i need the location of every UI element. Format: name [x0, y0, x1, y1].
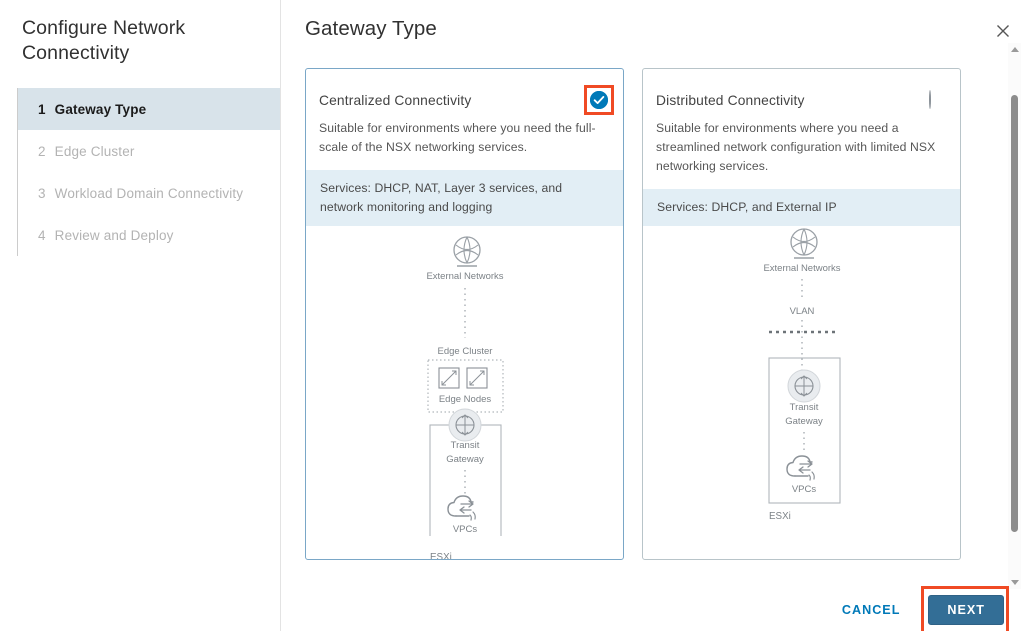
radio-centralized[interactable] — [584, 85, 614, 115]
vpcs-icon — [786, 455, 815, 481]
scrollbar-thumb[interactable] — [1011, 95, 1018, 532]
svg-text:Transit: Transit — [790, 402, 819, 413]
step-label: Gateway Type — [54, 101, 147, 117]
highlight-box-radio — [584, 85, 614, 115]
card-header: Centralized Connectivity — [306, 69, 623, 115]
card-services: Services: DHCP, and External IP — [643, 189, 960, 226]
wizard-steps: 1 Gateway Type 2 Edge Cluster 3 Workload… — [0, 88, 280, 256]
svg-text:VPCs: VPCs — [453, 524, 478, 535]
transit-gateway-icon — [455, 414, 475, 436]
wizard-main: Gateway Type Centralized Connectivity — [281, 0, 1024, 631]
gateway-type-options: Centralized Connectivity Suitable for en… — [281, 41, 1024, 560]
next-button[interactable]: NEXT — [928, 595, 1004, 625]
card-description: Suitable for environments where you need… — [319, 121, 596, 154]
sidebar-step-edge-cluster[interactable]: 2 Edge Cluster — [17, 130, 280, 172]
step-number: 2 — [38, 143, 46, 159]
card-header: Distributed Connectivity — [643, 69, 960, 109]
scroll-down-arrow-icon[interactable] — [1008, 576, 1021, 589]
external-networks-icon — [453, 236, 481, 267]
external-networks-icon — [790, 228, 818, 259]
svg-text:Gateway: Gateway — [446, 454, 484, 465]
diagram-distributed: External Networks VLAN — [643, 226, 960, 559]
sidebar-step-gateway-type[interactable]: 1 Gateway Type — [17, 88, 280, 130]
option-card-distributed-connectivity[interactable]: Distributed Connectivity Suitable for en… — [642, 68, 961, 560]
radio-distributed[interactable] — [927, 90, 945, 109]
step-label: Workload Domain Connectivity — [54, 185, 244, 201]
next-button-wrapper: NEXT — [921, 586, 1010, 631]
svg-text:Gateway: Gateway — [785, 416, 823, 427]
esxi-label: ESXi — [430, 552, 452, 560]
svg-text:External Networks: External Networks — [763, 263, 840, 274]
edge-node-icon-2 — [466, 367, 488, 389]
cancel-button[interactable]: CANCEL — [828, 596, 914, 624]
svg-text:Transit: Transit — [451, 440, 480, 451]
svg-text:VLAN: VLAN — [790, 306, 815, 317]
radio-unselected-icon[interactable] — [929, 90, 931, 109]
wizard-title: Configure Network Connectivity — [22, 17, 186, 64]
svg-text:VPCs: VPCs — [792, 484, 817, 495]
close-icon[interactable] — [992, 20, 1014, 42]
diagram-centralized: External Networks Edge Cluster — [306, 226, 623, 560]
vpcs-icon — [447, 495, 476, 521]
card-description: Suitable for environments where you need… — [656, 121, 936, 173]
svg-text:External Networks: External Networks — [426, 271, 503, 282]
svg-text:Edge Cluster: Edge Cluster — [438, 346, 493, 357]
esxi-label: ESXi — [769, 511, 791, 522]
scroll-up-arrow-icon[interactable] — [1008, 43, 1021, 56]
option-card-centralized-connectivity[interactable]: Centralized Connectivity Suitable for en… — [305, 68, 624, 560]
check-circle-icon[interactable] — [590, 91, 608, 109]
step-label: Review and Deploy — [54, 227, 174, 243]
dialog-footer: CANCEL NEXT — [281, 586, 1024, 631]
sidebar-step-review-and-deploy[interactable]: 4 Review and Deploy — [17, 214, 280, 256]
step-number: 3 — [38, 185, 46, 201]
sidebar-step-workload-domain-connectivity[interactable]: 3 Workload Domain Connectivity — [17, 172, 280, 214]
step-label: Edge Cluster — [54, 143, 135, 159]
vertical-scrollbar[interactable] — [1008, 43, 1021, 589]
card-services: Services: DHCP, NAT, Layer 3 services, a… — [306, 170, 623, 226]
edge-node-icon-1 — [438, 367, 460, 389]
transit-gateway-icon — [794, 375, 814, 397]
wizard-sidebar: Configure Network Connectivity 1 Gateway… — [0, 0, 281, 631]
svg-text:Edge Nodes: Edge Nodes — [439, 394, 492, 405]
card-title: Distributed Connectivity — [656, 93, 805, 108]
step-number: 4 — [38, 227, 46, 243]
scrollbar-track[interactable] — [1008, 56, 1021, 576]
page-title: Gateway Type — [305, 17, 437, 40]
card-title: Centralized Connectivity — [319, 93, 472, 108]
step-number: 1 — [38, 101, 46, 117]
